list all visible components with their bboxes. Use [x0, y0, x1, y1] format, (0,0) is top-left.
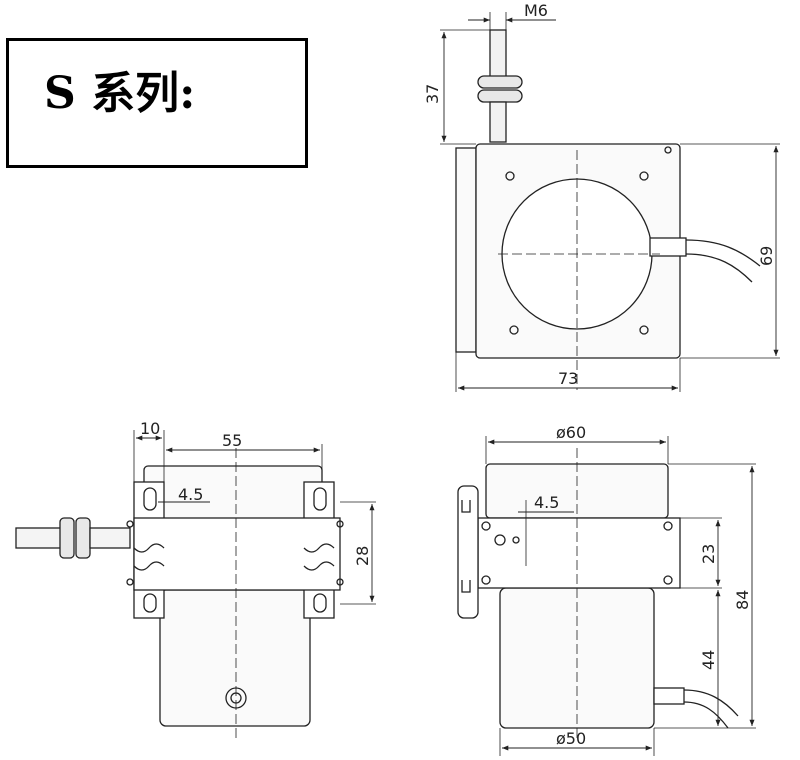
hole-diameter-label: 4.5: [534, 493, 559, 512]
flange-width-label: 10: [140, 419, 160, 438]
top-view: [440, 12, 780, 392]
total-height-label: 84: [733, 590, 752, 610]
title-box: [6, 38, 308, 168]
right-view: [457, 436, 756, 756]
cable-height-label: 37: [423, 84, 442, 104]
top-diameter-label: ø60: [556, 423, 586, 442]
series-title: S 系列:: [44, 68, 196, 119]
left-view: [15, 430, 376, 740]
hole-spacing-label: 55: [222, 431, 242, 450]
body-width-label: 73: [558, 369, 578, 388]
plate-height-label: 23: [699, 544, 718, 564]
thread-label: M6: [524, 1, 548, 20]
lower-height-label: 44: [699, 650, 718, 670]
bottom-diameter-label: ø50: [556, 729, 586, 748]
mount-height-label: 28: [353, 546, 372, 566]
slot-width-label: 4.5: [178, 485, 203, 504]
body-height-label: 69: [757, 246, 776, 266]
